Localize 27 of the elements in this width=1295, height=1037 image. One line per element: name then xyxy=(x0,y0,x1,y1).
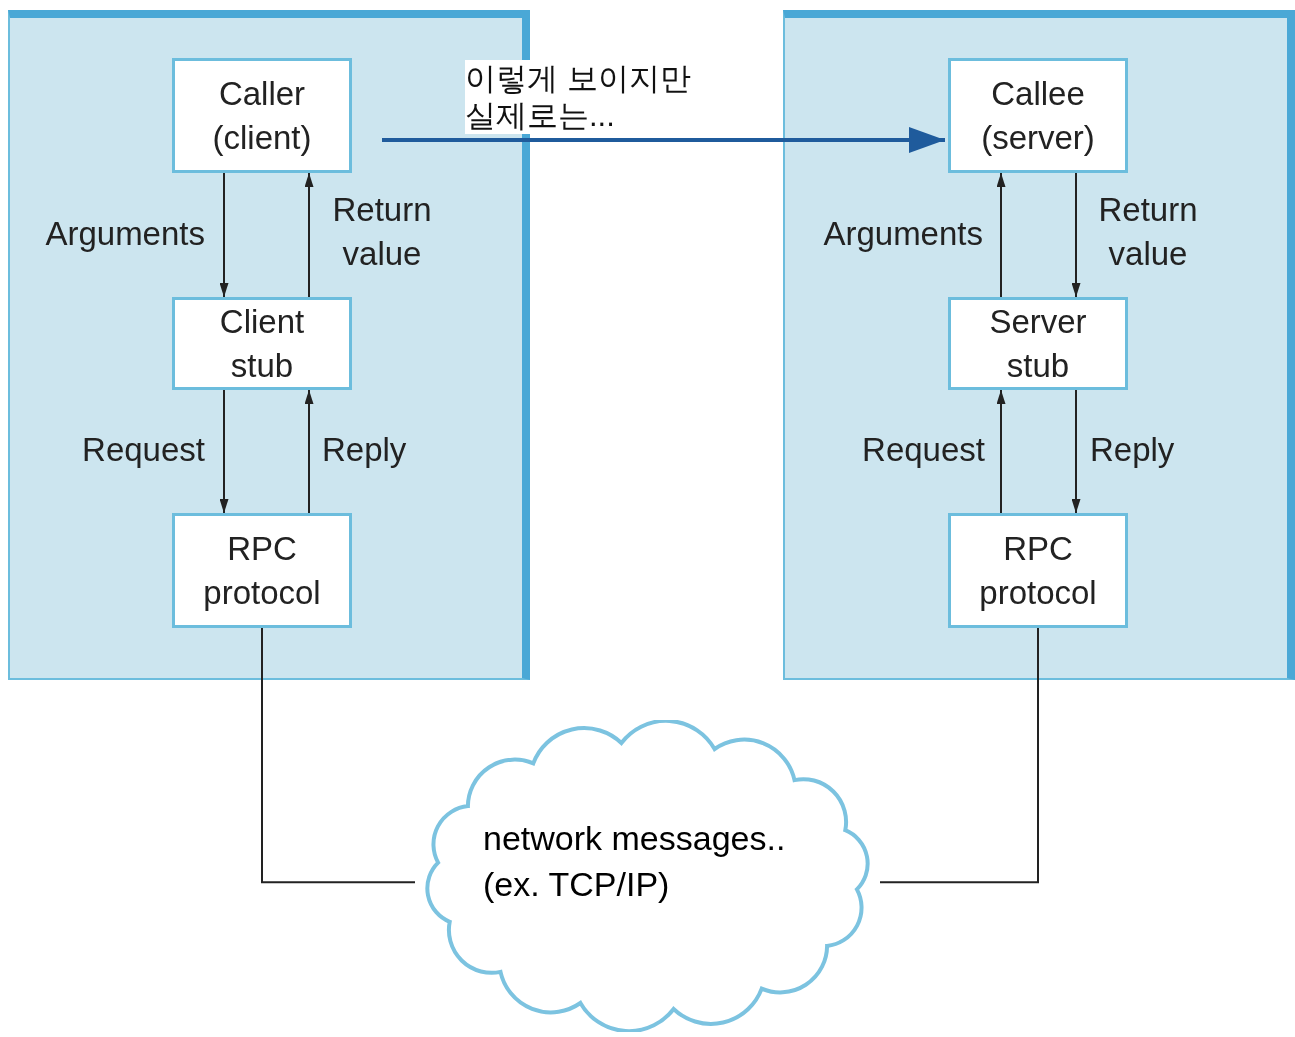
cloud-text: network messages.. (ex. TCP/IP) xyxy=(483,818,787,905)
arrow xyxy=(1071,389,1081,514)
arrow xyxy=(219,389,229,514)
edge-label: Arguments xyxy=(822,214,983,254)
edge-label: Reply xyxy=(1090,430,1176,470)
edge-label: Reply xyxy=(322,430,408,470)
arrow xyxy=(304,172,314,298)
edge-label: Request xyxy=(81,430,205,470)
process-box: Server stub xyxy=(948,297,1128,390)
edge-label: Return value xyxy=(1097,190,1199,274)
panel xyxy=(783,10,1295,680)
process-box: RPC protocol xyxy=(948,513,1128,628)
connector-line xyxy=(261,627,416,884)
arrow xyxy=(1071,172,1081,298)
connector-line xyxy=(879,627,1039,884)
arrow xyxy=(996,389,1006,514)
edge-label: Request xyxy=(861,430,985,470)
arrow xyxy=(304,389,314,514)
edge-label: Arguments xyxy=(44,214,205,254)
arrow xyxy=(996,172,1006,298)
process-box: RPC protocol xyxy=(172,513,352,628)
process-box: Client stub xyxy=(172,297,352,390)
process-box: Caller (client) xyxy=(172,58,352,173)
arrow xyxy=(382,127,945,153)
arrow xyxy=(219,172,229,298)
process-box: Callee (server) xyxy=(948,58,1128,173)
edge-label: Return value xyxy=(331,190,433,274)
